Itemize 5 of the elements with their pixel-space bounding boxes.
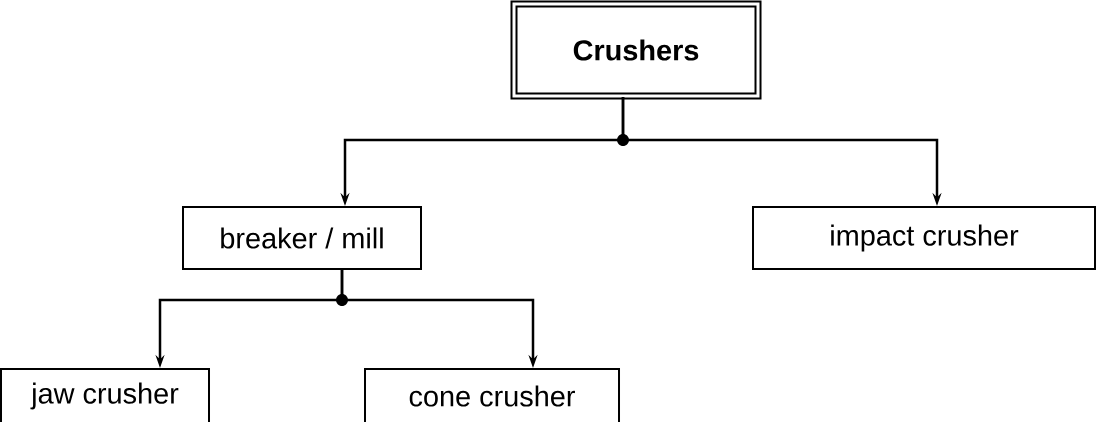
category-box: jaw crusher [0,368,210,422]
category-box: cone crusher [364,368,620,422]
category-box: breaker / mill [182,206,422,270]
category-box: impact crusher [752,206,1096,270]
title-box: Crushers [510,0,762,100]
